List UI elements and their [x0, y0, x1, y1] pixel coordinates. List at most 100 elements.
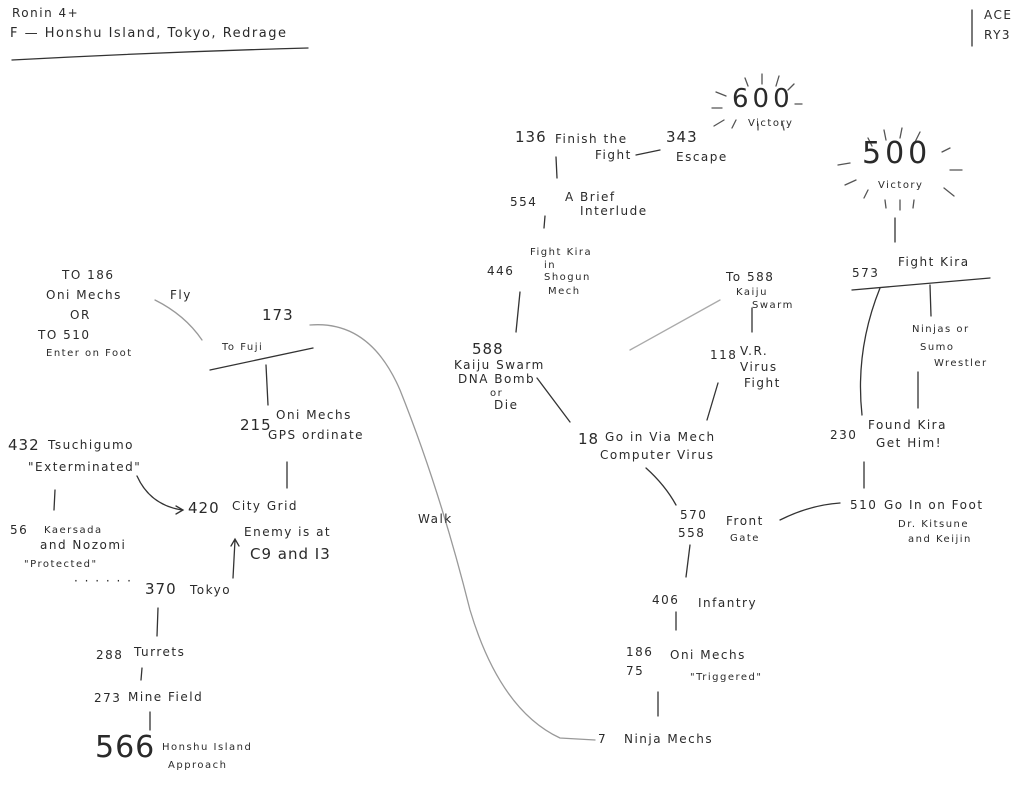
alt-route-text: TO 510 — [38, 328, 91, 342]
n432-to-56 — [53, 489, 56, 511]
node-230-number: 230 — [830, 428, 858, 442]
walk-label: Walk — [418, 512, 453, 526]
n173-bar — [209, 347, 314, 371]
node-343-number: 343 — [666, 128, 698, 146]
header-title: Ronin 4+ — [12, 6, 80, 20]
node-446-text: Mech — [548, 286, 581, 297]
node-118-text: V.R. — [740, 344, 769, 358]
node-230-text: Get Him! — [876, 436, 943, 450]
node-573-text: Fight Kira — [898, 255, 970, 269]
node-215-number: 215 — [240, 416, 272, 434]
node-588-text: or — [490, 388, 504, 399]
n18-to-570 — [645, 467, 677, 506]
node-566-number: 566 — [95, 730, 156, 765]
victory-500-rays-icon — [837, 127, 963, 211]
node-432-text: Tsuchigumo — [48, 438, 134, 452]
node-18-text: Go in Via Mech — [605, 430, 716, 444]
n588-to-18 — [536, 377, 571, 423]
node-215-text: Oni Mechs — [276, 408, 352, 422]
fly-line — [154, 299, 203, 341]
node-588-text: Kaiju Swarm — [454, 358, 545, 372]
victory-600-rays-icon — [711, 73, 803, 131]
title-underline — [11, 47, 309, 61]
node-570-text: Gate — [730, 533, 760, 544]
node-288-number: 288 — [96, 648, 124, 662]
n573-to-230 — [859, 287, 881, 416]
node-446-text: Shogun — [544, 272, 591, 283]
n288-to-273 — [140, 667, 143, 681]
node-432-number: 432 — [8, 436, 40, 454]
dotted-link: · · · · · · — [74, 574, 133, 588]
node-600-number: 600 — [732, 84, 794, 114]
node-432-note: "Exterminated" — [28, 460, 142, 474]
node-588-text: Die — [494, 398, 519, 412]
corner-label-2: RY3 — [984, 28, 1012, 42]
walk-curve — [309, 324, 596, 741]
node-173-number: 173 — [262, 306, 294, 324]
node-186-note: "Triggered" — [690, 672, 763, 683]
node-215-text: GPS ordinate — [268, 428, 365, 442]
alt-route-text: Enter on Foot — [46, 348, 133, 359]
n510-to-570 — [779, 502, 841, 521]
fly-label: Fly — [170, 288, 192, 302]
node-510-text: Dr. Kitsune — [898, 519, 970, 530]
node-343-text: Escape — [676, 150, 728, 164]
n370-to-420-arrow — [230, 537, 240, 579]
n570-to-406 — [685, 544, 691, 578]
node-173-text: To Fuji — [222, 342, 264, 353]
node-370-text: Tokyo — [190, 583, 232, 597]
n118-to-18 — [706, 382, 719, 421]
node-230-text: Found Kira — [868, 418, 947, 432]
node-446-text: Fight Kira — [530, 247, 593, 258]
node-500-text: Victory — [878, 180, 924, 191]
node-566-text: Honshu Island — [162, 742, 253, 753]
node-588-number: 588 — [472, 340, 504, 358]
node-406-text: Infantry — [698, 596, 758, 610]
node-136-text: Fight — [595, 148, 632, 162]
node-510-text: and Keijin — [908, 534, 972, 545]
node-118-number: 118 — [710, 348, 738, 362]
node-118-text: Fight — [744, 376, 781, 390]
node-570-number: 570 — [680, 508, 708, 522]
node-75-number: 75 — [626, 664, 645, 678]
node-446-number: 446 — [487, 264, 515, 278]
node-588-text: DNA Bomb — [458, 372, 536, 386]
n573-to-ninjas — [929, 284, 932, 317]
node-420-note: C9 and I3 — [250, 545, 331, 563]
node-288-text: Turrets — [134, 645, 186, 659]
to-588-text: Kaiju — [736, 287, 768, 298]
to588-line — [629, 299, 721, 351]
node-118-text: Virus — [740, 360, 778, 374]
node-420-text: City Grid — [232, 499, 299, 513]
node-56-text: and Nozomi — [40, 538, 127, 552]
n173-to-215 — [265, 364, 269, 406]
node-570-text: Front — [726, 514, 764, 528]
n370-to-288 — [156, 607, 159, 637]
node-56-text: Kaersada — [44, 525, 103, 536]
node-273-text: Mine Field — [128, 690, 204, 704]
alt-route-text: Oni Mechs — [46, 288, 122, 302]
node-7-number: 7 — [598, 732, 608, 746]
header-subtitle: F — Honshu Island, Tokyo, Redrage — [10, 26, 288, 41]
node-510-text: Go In on Foot — [884, 498, 984, 512]
alt-route-text: TO 186 — [62, 268, 115, 282]
node-554-number: 554 — [510, 195, 538, 209]
to-588-text: Swarm — [752, 300, 794, 311]
node-273-number: 273 — [94, 691, 122, 705]
node-56-note: "Protected" — [24, 559, 98, 570]
node-56-number: 56 — [10, 523, 29, 537]
alt-route-text: OR — [70, 308, 91, 322]
node-406-number: 406 — [652, 593, 680, 607]
n136-to-343 — [635, 149, 661, 156]
node-420-note: Enemy is at — [244, 525, 332, 539]
n554-to-446 — [543, 215, 546, 229]
node-558-number: 558 — [678, 526, 706, 540]
n136-to-554 — [555, 156, 558, 179]
node-136-number: 136 — [515, 128, 547, 146]
node-554-text: A Brief — [565, 190, 616, 204]
to-588-text: To 588 — [726, 270, 775, 284]
branch-ninjas-text: Sumo — [920, 342, 955, 353]
n446-to-588 — [515, 291, 521, 333]
